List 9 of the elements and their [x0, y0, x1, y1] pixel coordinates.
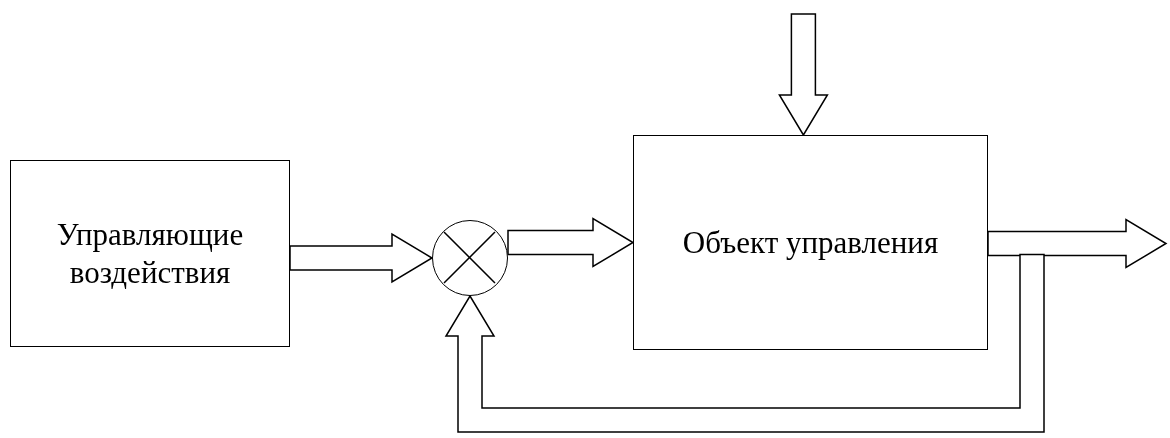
block-arrow	[289, 232, 434, 284]
process-box	[633, 135, 988, 350]
block-arrow	[778, 13, 829, 137]
block-arrow	[987, 218, 1168, 269]
box-label: Объект управления	[681, 223, 940, 262]
process-box	[10, 160, 290, 347]
block-arrow	[507, 217, 635, 268]
block-arrow	[444, 253, 1045, 433]
box-label: Управляющие воздействия	[55, 215, 245, 292]
